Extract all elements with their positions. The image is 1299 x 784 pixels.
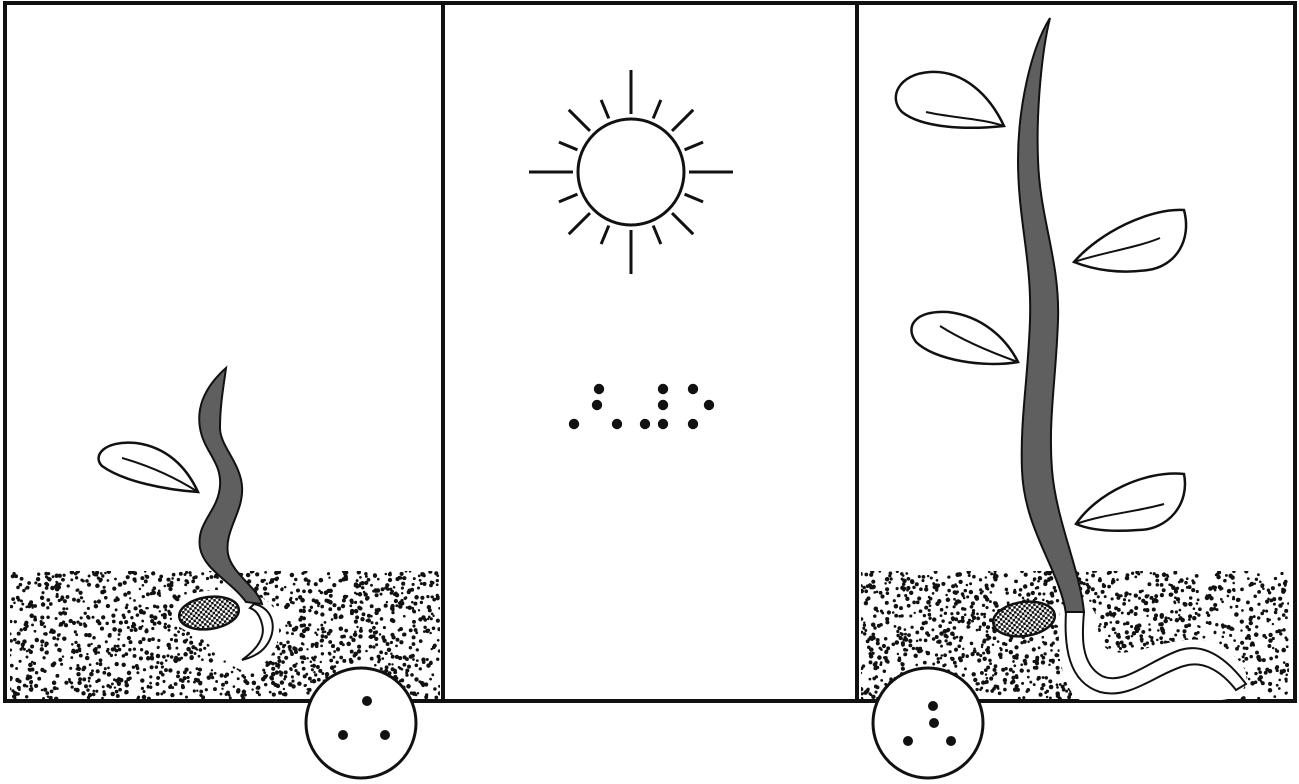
sun-ray bbox=[567, 108, 592, 133]
braille-dot bbox=[568, 418, 580, 430]
sun-ray bbox=[670, 211, 695, 236]
root-icon bbox=[1064, 611, 1248, 695]
braille-dot bbox=[639, 418, 651, 430]
leaf-icon bbox=[894, 70, 1006, 130]
braille-dot bbox=[657, 399, 669, 411]
root-icon bbox=[241, 602, 274, 661]
seed-icon bbox=[991, 600, 1057, 638]
braille-dot bbox=[703, 399, 715, 411]
left-braille-marker bbox=[304, 666, 418, 780]
braille-dot bbox=[657, 418, 669, 430]
stem-icon bbox=[198, 365, 264, 606]
leaf-icon bbox=[97, 441, 201, 494]
braille-dot bbox=[591, 399, 603, 411]
sun-icon bbox=[529, 70, 733, 274]
braille-dot bbox=[687, 418, 699, 430]
seedling-panel bbox=[97, 365, 280, 671]
right-braille-marker bbox=[871, 666, 985, 780]
diagram-frame bbox=[3, 1, 1297, 703]
sun-ray bbox=[599, 99, 611, 119]
leaf-icon bbox=[1071, 208, 1188, 273]
sun-ray bbox=[684, 192, 704, 204]
leaf-icon bbox=[1074, 472, 1187, 532]
stem-icon bbox=[1016, 17, 1086, 616]
sun-ray bbox=[670, 108, 695, 133]
sun-ray bbox=[651, 225, 663, 245]
sun-ray bbox=[558, 140, 578, 152]
braille-dot bbox=[611, 418, 623, 430]
sun-ray bbox=[684, 140, 704, 152]
sun-ray bbox=[599, 225, 611, 245]
sun-ray bbox=[651, 99, 663, 119]
grown-plant-panel bbox=[894, 17, 1248, 700]
leaf-icon bbox=[910, 310, 1020, 366]
braille-dot bbox=[687, 383, 699, 395]
braille-dot bbox=[593, 383, 605, 395]
sun-ray bbox=[558, 192, 578, 204]
seed-icon bbox=[177, 595, 241, 631]
sun-panel bbox=[529, 70, 733, 430]
braille-dot bbox=[657, 383, 669, 395]
braille-caption bbox=[568, 383, 715, 430]
sun-ray bbox=[567, 211, 592, 236]
